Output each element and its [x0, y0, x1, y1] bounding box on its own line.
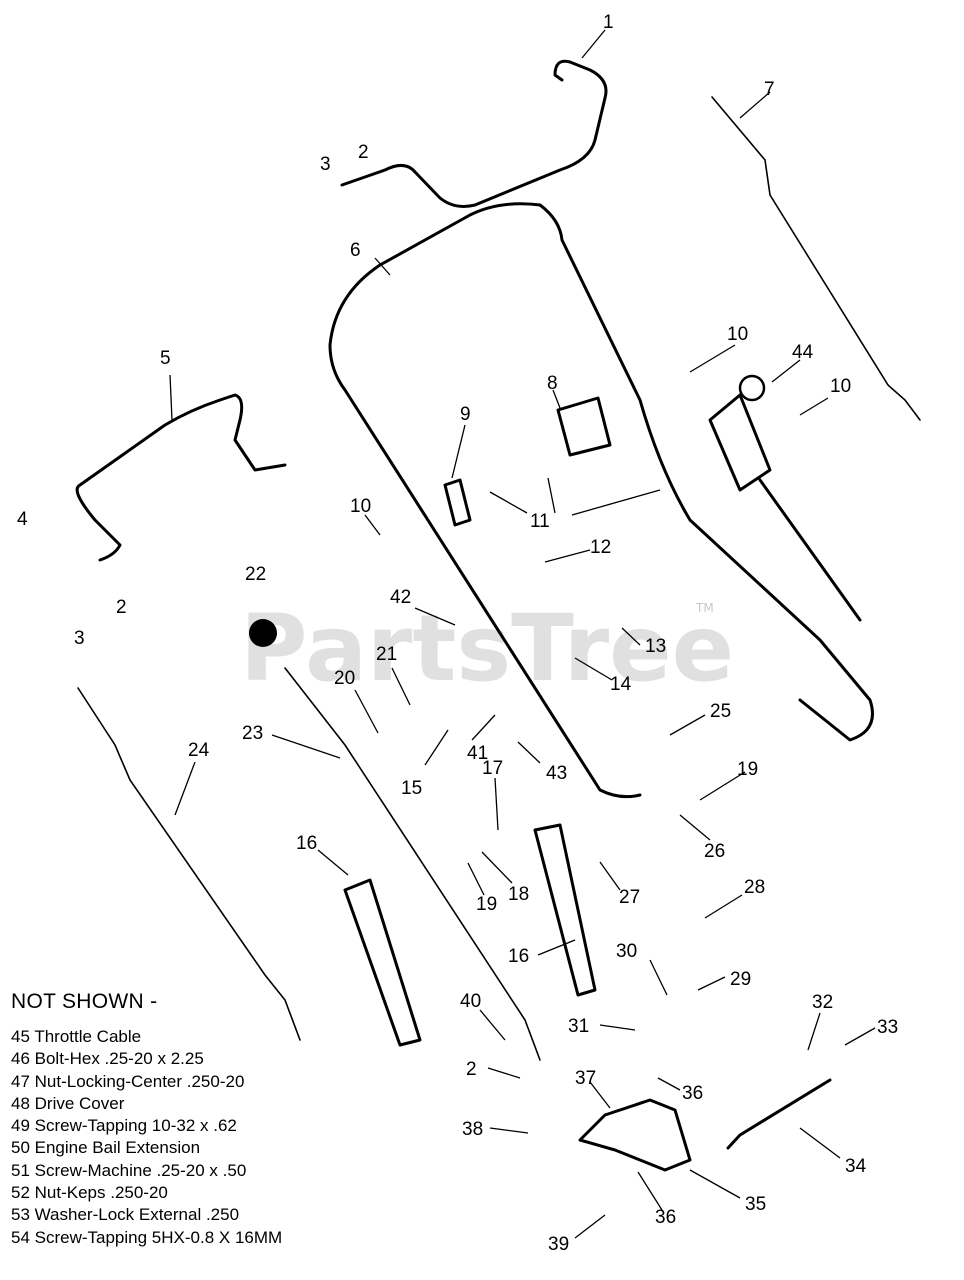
callout-18: 18 [508, 884, 529, 905]
not-shown-heading: NOT SHOWN - [11, 990, 158, 1013]
not-shown-item: 51 Screw-Machine .25-20 x .50 [11, 1160, 247, 1180]
callout-6: 6 [350, 240, 361, 261]
callout-8: 8 [547, 373, 558, 394]
part-cable-24 [77, 687, 301, 1041]
callout-25: 25 [710, 701, 731, 722]
part-8 [556, 396, 612, 457]
callout-36-upper: 36 [682, 1083, 703, 1104]
not-shown-list: NOT SHOWN - 45 Throttle Cable 46 Bolt-He… [11, 990, 282, 1249]
callout-13: 13 [645, 636, 666, 657]
callout-14: 14 [610, 674, 632, 695]
trademark-mark: TM [695, 601, 714, 615]
callout-4: 4 [17, 509, 28, 530]
callout-16-right: 16 [508, 946, 529, 967]
callout-37: 37 [575, 1068, 596, 1089]
not-shown-item: 50 Engine Bail Extension [11, 1138, 201, 1158]
not-shown-item: 54 Screw-Tapping 5HX-0.8 X 16MM [11, 1227, 283, 1247]
callout-31: 31 [568, 1016, 589, 1037]
callout-16-left: 16 [296, 833, 317, 854]
callout-9: 9 [460, 404, 471, 425]
callout-29: 29 [730, 969, 751, 990]
callout-32: 32 [812, 992, 833, 1013]
callout-23: 23 [242, 723, 263, 744]
part-rod-34 [726, 1078, 832, 1150]
callout-3-left: 3 [74, 628, 85, 649]
callout-38: 38 [462, 1119, 483, 1140]
callout-10-far-right: 10 [830, 376, 851, 397]
callout-3-top: 3 [320, 154, 331, 175]
callout-36-lower: 36 [655, 1207, 676, 1228]
callout-40: 40 [460, 991, 481, 1012]
part-9 [443, 478, 472, 527]
callout-12: 12 [590, 537, 611, 558]
callout-19-center: 19 [476, 894, 497, 915]
part-rod-23 [284, 667, 541, 1061]
part-lower-bail [75, 393, 287, 562]
callout-20: 20 [334, 668, 355, 689]
part-bracket-35 [578, 1098, 692, 1172]
part-knob-22 [249, 619, 277, 647]
callout-42: 42 [390, 587, 411, 608]
callout-27: 27 [619, 887, 640, 908]
part-link-16a [343, 878, 422, 1047]
part-throttle-knob-44 [738, 374, 766, 402]
not-shown-item: 53 Washer-Lock External .250 [11, 1205, 240, 1225]
callout-33: 33 [877, 1017, 898, 1038]
callout-43: 43 [546, 763, 567, 784]
callout-2-bottom: 2 [466, 1059, 477, 1080]
callout-44: 44 [792, 342, 814, 363]
callout-35: 35 [745, 1194, 766, 1215]
callout-21: 21 [376, 644, 397, 665]
callout-22: 22 [245, 564, 266, 585]
not-shown-item: 46 Bolt-Hex .25-20 x 2.25 [11, 1049, 204, 1069]
callout-10-right: 10 [727, 324, 748, 345]
not-shown-item: 45 Throttle Cable [11, 1027, 142, 1046]
callout-28: 28 [744, 877, 765, 898]
callout-2-left: 2 [116, 597, 127, 618]
callout-10-left: 10 [350, 496, 371, 517]
not-shown-item: 49 Screw-Tapping 10-32 x .62 [11, 1116, 237, 1136]
part-upper-bail [340, 59, 608, 208]
callout-1: 1 [603, 12, 614, 33]
callout-24: 24 [188, 740, 210, 761]
leader-lines [169, 29, 876, 1239]
not-shown-item: 47 Nut-Locking-Center .250-20 [11, 1071, 245, 1091]
callout-30: 30 [616, 941, 637, 962]
part-upper-handle-right [538, 203, 874, 742]
not-shown-item: 48 Drive Cover [11, 1093, 125, 1113]
callout-41: 41 [467, 743, 488, 764]
part-throttle-44 [708, 393, 862, 622]
callout-19-right: 19 [737, 759, 758, 780]
not-shown-item: 52 Nut-Keps .250-20 [11, 1183, 168, 1203]
callout-7: 7 [764, 79, 775, 100]
callout-26: 26 [704, 841, 725, 862]
part-cable-7 [711, 96, 921, 421]
callout-11: 11 [530, 511, 550, 532]
callout-34: 34 [845, 1156, 867, 1177]
callout-2-top: 2 [358, 142, 369, 163]
callout-5: 5 [160, 348, 171, 369]
part-upper-handle [328, 202, 642, 799]
callout-15: 15 [401, 778, 422, 799]
callout-39: 39 [548, 1234, 569, 1255]
part-link-16b [533, 823, 597, 997]
callout-17: 17 [482, 758, 503, 779]
